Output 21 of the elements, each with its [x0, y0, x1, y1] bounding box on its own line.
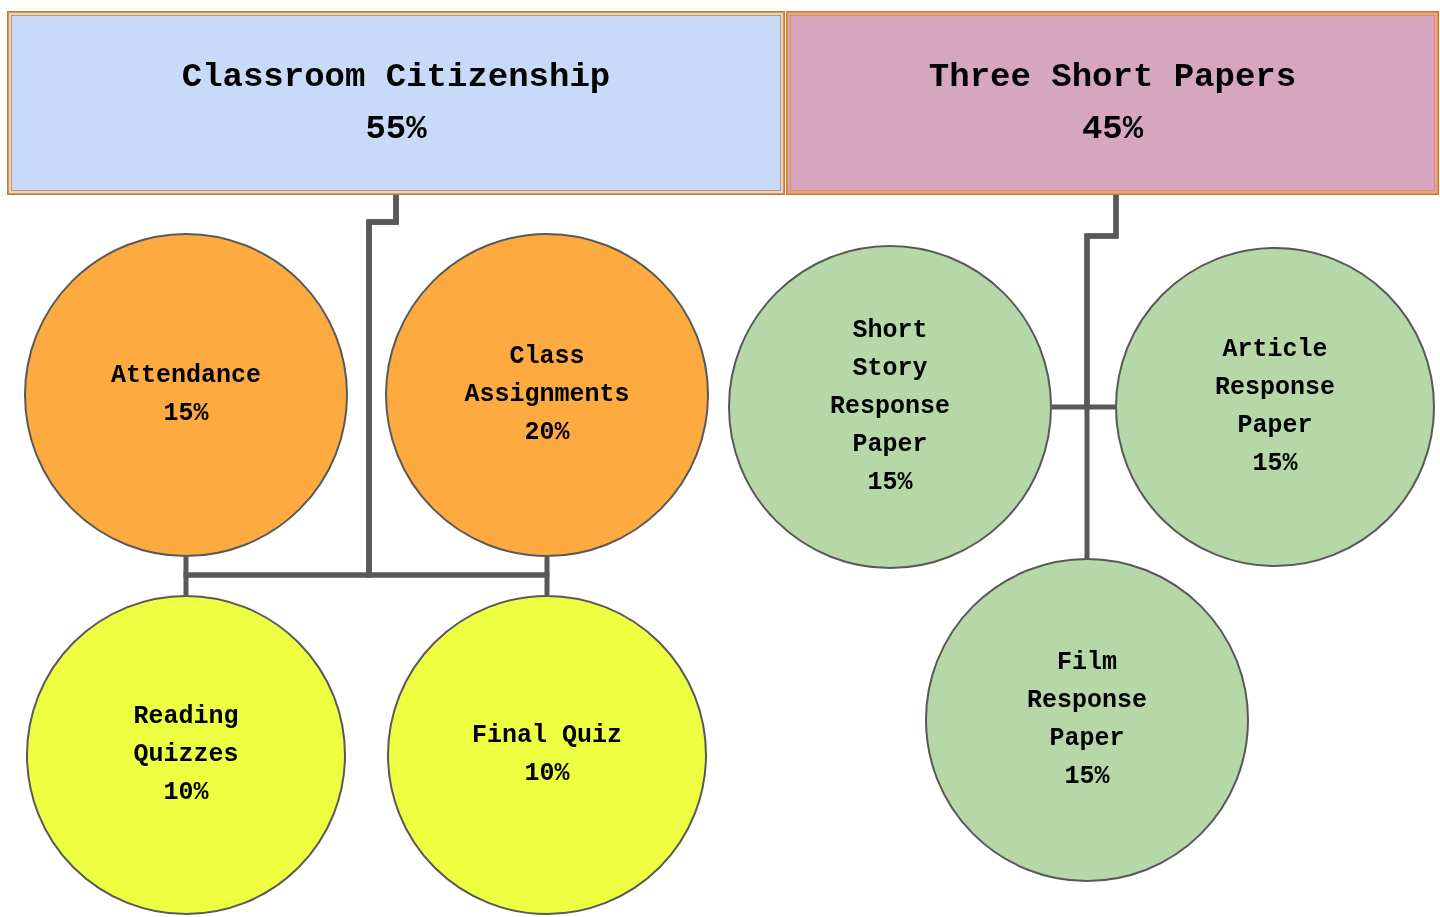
node-title: Three Short Papers — [927, 58, 1298, 96]
percentage-label: 10% — [524, 758, 570, 790]
node-title: Film Response Paper — [1026, 647, 1148, 755]
node-title: Reading Quizzes — [132, 701, 240, 771]
node-title: Class Assignments — [463, 341, 631, 411]
percentage-label: 20% — [524, 417, 570, 449]
category-box — [787, 12, 1438, 194]
node-title: Attendance — [110, 360, 262, 392]
percentage-label: 15% — [163, 398, 209, 430]
category-box — [8, 12, 784, 194]
node-title: Final Quiz — [471, 720, 623, 752]
percentage-label: 15% — [867, 467, 913, 499]
percentage-label: 55% — [365, 110, 427, 148]
node-title: Short Story Response Paper — [829, 315, 951, 461]
node-title: Classroom Citizenship — [180, 58, 612, 96]
node-title: Article Response Paper — [1214, 334, 1336, 442]
percentage-label: 10% — [163, 777, 209, 809]
percentage-label: 15% — [1064, 761, 1110, 793]
percentage-label: 15% — [1252, 448, 1298, 480]
percentage-label: 45% — [1081, 110, 1144, 148]
connector-line — [1084, 194, 1119, 558]
